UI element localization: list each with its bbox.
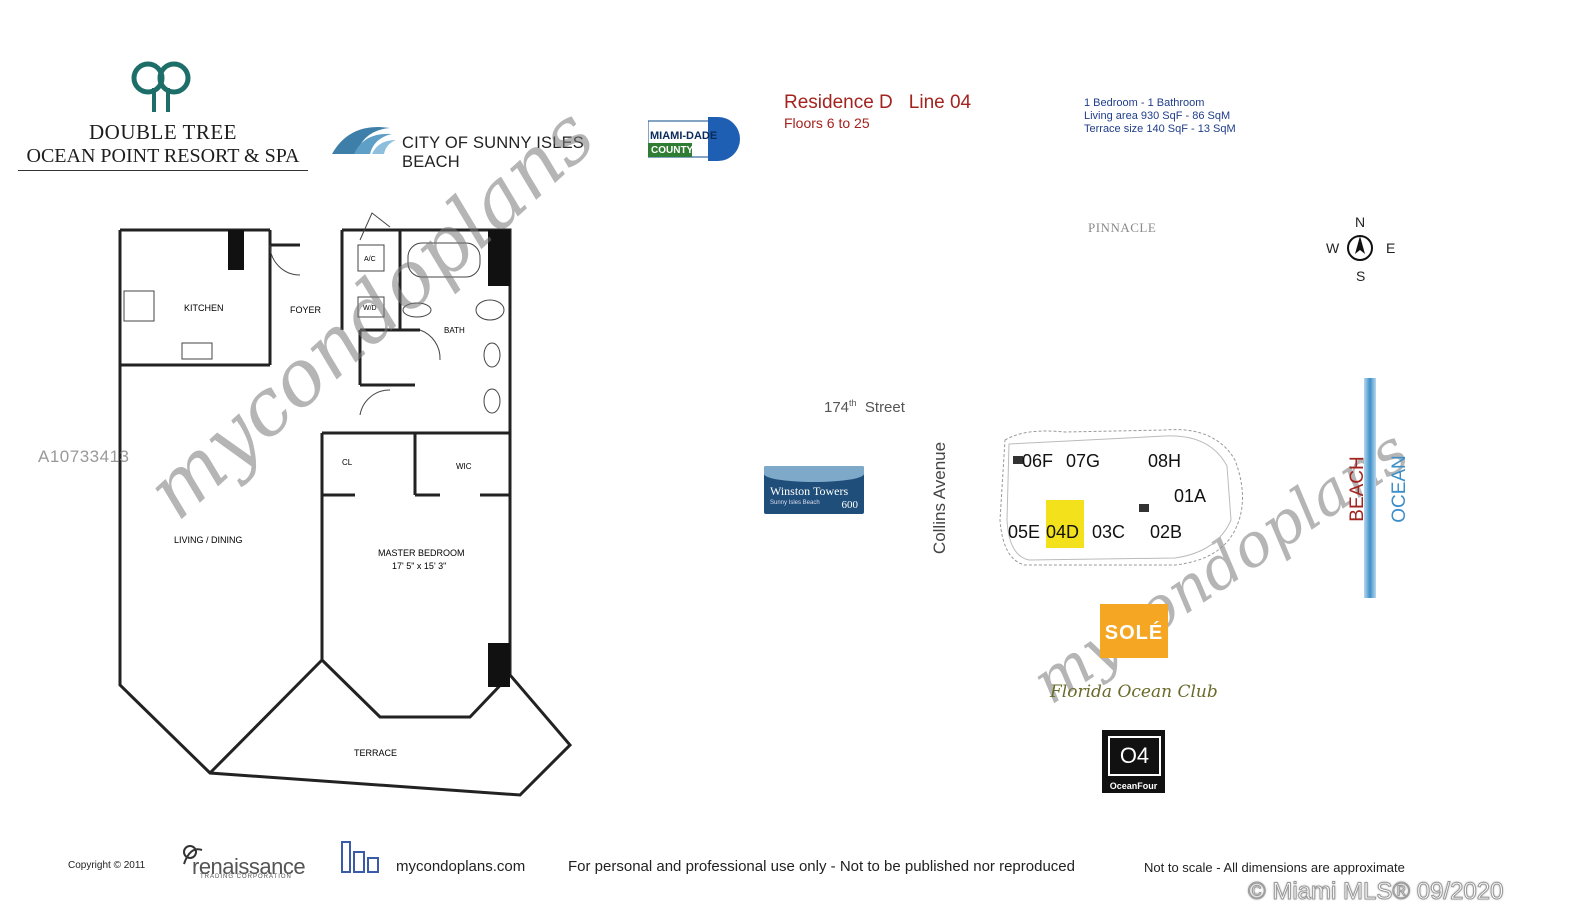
doubletree-logo-icon [126, 58, 198, 114]
building-site-plan [999, 429, 1243, 566]
collins-avenue-label: Collins Avenue [930, 441, 949, 555]
city-name: CITY OF SUNNY ISLES BEACH [402, 134, 584, 171]
compass-w: W [1326, 240, 1340, 256]
winston-towers-sign: Winston Towers Sunny Isles Beach 600 [764, 466, 864, 514]
unit-07g: 07G [1066, 451, 1101, 471]
footer-site-link[interactable]: mycondoplans.com [396, 858, 526, 875]
renaissance-logo: renaissance TRADING CORPORATION [180, 842, 320, 882]
spec-living-area: Living area 930 SqF - 86 SqM [1084, 110, 1231, 122]
unit-01a: 01A [1174, 486, 1207, 506]
room-living-dining: LIVING / DINING [174, 535, 243, 545]
footer-scale-note: Not to scale - All dimensions are approx… [1144, 860, 1405, 875]
county-name-top: MIAMI-DADE [650, 130, 718, 142]
residence-name: Residence D [784, 92, 893, 113]
street-number: 174 [824, 399, 850, 416]
resort-name-line2: OCEAN POINT RESORT & SPA [18, 145, 308, 171]
resort-name-line1: DOUBLE TREE [88, 120, 238, 144]
unit-04d: 04D [1046, 522, 1080, 542]
mls-watermark: © Miami MLS® 09/2020 [1247, 878, 1504, 906]
renaissance-name: renaissance [192, 854, 306, 879]
compass-e: E [1386, 240, 1396, 256]
wave-logo-icon [332, 127, 396, 154]
room-ac: A/C [364, 256, 376, 263]
oceanfour-logo: O4 OceanFour [1102, 730, 1165, 793]
compass-n: N [1355, 214, 1366, 230]
floor-plan: KITCHEN FOYER A/C W/D BATH CL WIC LIVING… [118, 212, 573, 797]
unit-specs: 1 Bedroom - 1 Bathroom Living area 930 S… [1084, 97, 1236, 136]
room-kitchen: KITCHEN [184, 303, 224, 313]
resort-brand: DOUBLE TREE OCEAN POINT RESORT & SPA [18, 60, 308, 171]
florida-ocean-club-label: Florida Ocean Club [1050, 682, 1218, 702]
room-foyer: FOYER [290, 305, 322, 315]
unit-02b: 02B [1150, 522, 1183, 542]
footer-notice: For personal and professional use only -… [568, 858, 1075, 875]
street-name: Street [864, 399, 905, 416]
pinnacle-label: PINNACLE [1088, 220, 1157, 235]
unit-08h: 08H [1148, 451, 1182, 471]
room-walk-in-closet: WIC [456, 462, 472, 471]
master-dimensions: 17' 5" x 15' 3" [392, 561, 446, 571]
oceanfour-mark: O4 [1108, 736, 1161, 776]
renaissance-mark-icon [183, 845, 203, 865]
ocean-label: OCEAN [1389, 455, 1410, 523]
copyright-text: Copyright © 2011 [68, 860, 146, 871]
street-174-label: 174th Street [824, 398, 905, 416]
unit-05e: 05E [1008, 522, 1041, 542]
beach-label: BEACH [1347, 456, 1368, 522]
miami-dade-logo: MIAMI-DADE COUNTY [647, 117, 740, 161]
renaissance-sub: TRADING CORPORATION [200, 874, 292, 880]
mls-id-watermark: A10733413 [38, 447, 130, 466]
room-terrace: TERRACE [354, 748, 397, 758]
sole-logo: SOLÉ [1100, 604, 1168, 658]
spec-bedrooms: 1 Bedroom - 1 Bathroom [1084, 97, 1205, 109]
buildings-icon [340, 838, 382, 874]
sole-name: SOLÉ [1104, 622, 1164, 644]
street-suffix: th [849, 398, 857, 408]
residence-line: Line 04 [908, 92, 972, 113]
winston-name: Winston Towers [770, 484, 849, 498]
county-name-bottom: COUNTY [651, 145, 694, 156]
compass-rose: N S W E [1322, 214, 1402, 290]
compass-s: S [1356, 268, 1366, 284]
oceanfour-name: OceanFour [1109, 781, 1158, 791]
unit-03c: 03C [1092, 522, 1126, 542]
residence-title: Residence D Line 04 [784, 92, 987, 114]
room-master-bedroom: MASTER BEDROOM [378, 548, 465, 558]
residence-floors: Floors 6 to 25 [784, 115, 870, 131]
city-logo: CITY OF SUNNY ISLES BEACH [330, 118, 630, 171]
compass-icon [1347, 235, 1373, 261]
winston-sub: Sunny Isles Beach [770, 500, 820, 506]
unit-06f: 06F [1022, 451, 1054, 471]
highlighted-unit-block [1046, 500, 1084, 548]
ocean-strip [1364, 378, 1376, 598]
spec-terrace-size: Terrace size 140 SqF - 13 SqM [1084, 123, 1236, 135]
room-wd: W/D [363, 305, 377, 312]
winston-number: 600 [841, 499, 859, 511]
room-closet: CL [342, 458, 353, 467]
room-bath: BATH [444, 326, 465, 335]
